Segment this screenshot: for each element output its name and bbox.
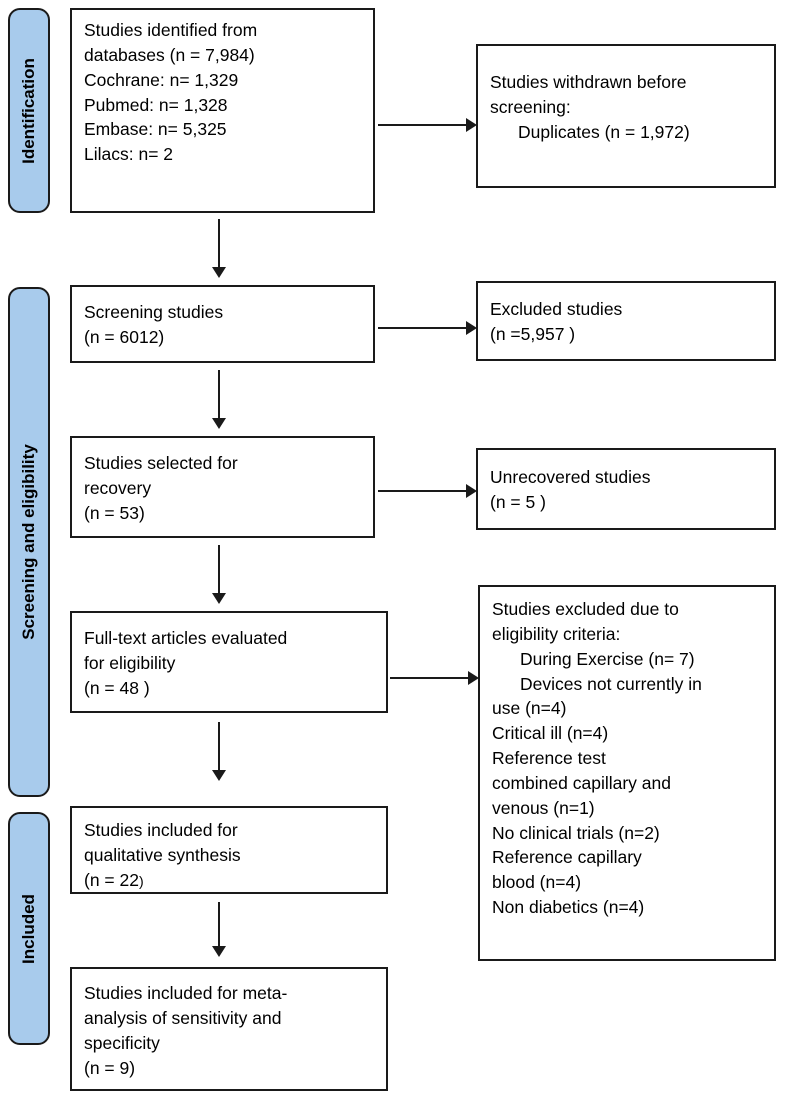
box-meta-line-3: specificity [84,1032,160,1053]
box-eligibility-reason-2: Devices not currently in [520,673,702,694]
box-qualitative-count-prefix: (n = 22 [84,869,139,890]
box-screening-studies: Screening studies (n = 6012) [70,285,375,363]
box-excluded-studies-line-1: Excluded studies [490,299,623,319]
box-studies-withdrawn: Studies withdrawn before screening: Dupl… [476,44,776,188]
box-eligibility-reason-3: use (n=4) [492,698,567,719]
box-eligibility-reason-11: Non diabetics (n=4) [492,897,645,918]
box-eligibility-heading-1: Studies excluded due to [492,599,679,619]
box-qualitative-count-suffix: ) [138,872,144,889]
box-studies-withdrawn-line-3: Duplicates (n = 1,972) [518,121,690,142]
box-excluded-studies: Excluded studies (n =5,957 ) [476,281,776,361]
box-qualitative-synthesis: Studies included for qualitative synthes… [70,806,388,894]
stage-label-screening-eligibility-text: Screening and eligibility [19,444,38,640]
box-meta-line-1: Studies included for meta- [84,983,288,1003]
box-qualitative-line-1: Studies included for [84,820,238,840]
box-studies-identified-line-2: databases (n = 7,984) [84,44,255,65]
box-recovery-line-3: (n = 53) [84,502,145,523]
box-recovery-line-1: Studies selected for [84,453,238,473]
box-studies-identified-line-1: Studies identified from [84,20,258,40]
box-eligibility-reason-8: No clinical trials (n=2) [492,822,660,843]
box-fulltext-line-3: (n = 48 ) [84,677,150,698]
box-meta-analysis: Studies included for meta- analysis of s… [70,967,388,1091]
box-unrecovered-studies: Unrecovered studies (n = 5 ) [476,448,776,530]
box-screening-studies-line-2: (n = 6012) [84,326,165,347]
box-studies-identified-line-3: Cochrane: n= 1,329 [84,69,239,90]
box-studies-withdrawn-line-2: screening: [490,96,571,117]
box-qualitative-count: (n = 22) [84,868,376,893]
box-eligibility-heading-2: eligibility criteria: [492,623,621,644]
box-eligibility-reason-6: combined capillary and [492,772,671,793]
box-studies-withdrawn-line-1: Studies withdrawn before [490,72,687,92]
box-fulltext-line-1: Full-text articles evaluated [84,628,288,648]
box-meta-line-2: analysis of sensitivity and [84,1007,282,1028]
stage-label-included-text: Included [19,893,38,964]
box-recovery-line-2: recovery [84,477,152,498]
box-fulltext-line-2: for eligibility [84,652,176,673]
box-meta-line-4: (n = 9) [84,1057,136,1078]
box-excluded-studies-line-2: (n =5,957 ) [490,323,576,344]
box-unrecovered-line-2: (n = 5 ) [490,491,546,512]
box-studies-selected-for-recovery: Studies selected for recovery (n = 53) [70,436,375,538]
box-studies-identified: Studies identified from databases (n = 7… [70,8,375,213]
stage-label-identification: Identification [8,8,50,213]
box-qualitative-line-2: qualitative synthesis [84,844,241,865]
box-unrecovered-line-1: Unrecovered studies [490,467,651,487]
stage-label-included: Included [8,812,50,1045]
box-eligibility-reason-5: Reference test [492,748,606,769]
box-eligibility-reason-1: During Exercise (n= 7) [520,648,695,669]
box-eligibility-reason-4: Critical ill (n=4) [492,723,609,744]
box-eligibility-reason-10: blood (n=4) [492,872,582,893]
box-studies-identified-line-4: Pubmed: n= 1,328 [84,94,228,115]
stage-label-screening-eligibility: Screening and eligibility [8,287,50,797]
box-eligibility-reason-9: Reference capillary [492,847,642,868]
box-studies-excluded-eligibility: Studies excluded due to eligibility crit… [478,585,776,961]
box-screening-studies-line-1: Screening studies [84,302,224,322]
stage-label-identification-text: Identification [19,57,38,164]
box-eligibility-reason-7: venous (n=1) [492,797,595,818]
box-fulltext-articles: Full-text articles evaluated for eligibi… [70,611,388,713]
box-studies-identified-line-6: Lilacs: n= 2 [84,144,174,165]
box-studies-identified-line-5: Embase: n= 5,325 [84,119,227,140]
